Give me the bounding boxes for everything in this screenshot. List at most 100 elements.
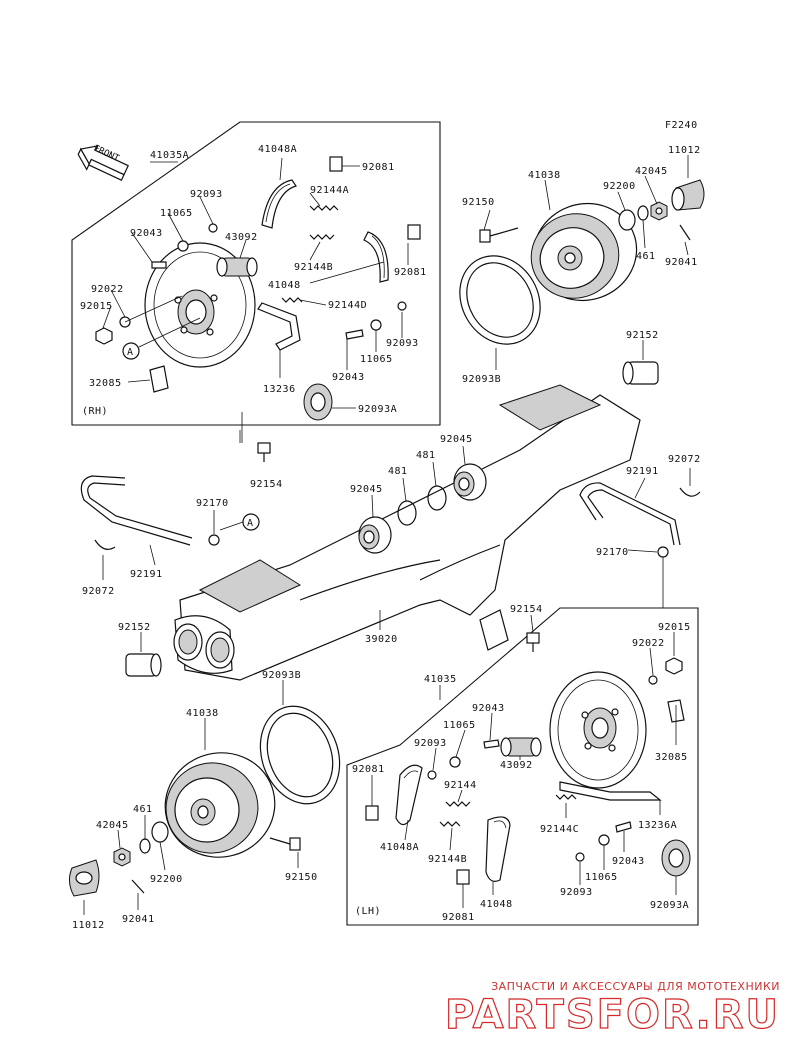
label-92144C: 92144C [540, 824, 579, 835]
label-92043-lh-a: 92043 [472, 703, 505, 714]
lh-bolt-92150 [269, 837, 301, 851]
label-92015-rh: 92015 [80, 301, 113, 312]
lh-brake-backing-plate [549, 671, 647, 789]
lh-brake-shoe-upper [395, 764, 423, 826]
lh-spring-92144C [555, 794, 577, 800]
label-92081-lh-a: 92081 [352, 764, 385, 775]
label-92043-rh-a: 92043 [130, 228, 163, 239]
lh-collar-11065-a [449, 756, 461, 768]
bushing-92152-left [125, 653, 162, 677]
lh-side-label: (LH) [355, 906, 381, 917]
label-11065-lh-a: 11065 [443, 720, 476, 731]
bolt-92154-lower [526, 632, 540, 652]
label-92022-rh: 92022 [91, 284, 124, 295]
rh-nut-92015 [95, 327, 113, 345]
lh-brake-shoe-lower [485, 816, 511, 882]
label-92200-bottom: 92200 [150, 874, 183, 885]
marker-a-rh [122, 342, 140, 360]
label-92093-lh-a: 92093 [414, 738, 447, 749]
label-92015-lh: 92015 [658, 622, 691, 633]
lh-spring-92144B [439, 821, 461, 827]
clamp-92072-left [94, 539, 116, 550]
rh-cotter-pin-92041 [679, 224, 691, 241]
lh-spring-92144 [445, 801, 471, 807]
label-32085-lh: 32085 [655, 752, 688, 763]
label-92022-lh: 92022 [632, 638, 665, 649]
lh-collar-11065-b [598, 834, 610, 846]
lh-leader-lines [371, 632, 677, 908]
rh-washer-92200 [618, 209, 636, 231]
label-92170-left: 92170 [196, 498, 229, 509]
lh-seal-92093A [661, 839, 691, 877]
label-92191-left: 92191 [130, 569, 163, 580]
label-92045-upper: 92045 [440, 434, 473, 445]
left-hose-leaders [102, 510, 244, 580]
label-92093A-lh: 92093A [650, 900, 689, 911]
rh-spring-92144D [281, 297, 303, 303]
label-42045-bottom: 42045 [96, 820, 129, 831]
front-arrow-icon [77, 145, 129, 181]
lh-wheel-cylinder [500, 737, 542, 757]
label-92154-lower: 92154 [510, 604, 543, 615]
label-41035: 41035 [424, 674, 457, 685]
label-461-top: 461 [636, 251, 656, 262]
label-92144B-lh: 92144B [428, 854, 467, 865]
rh-washer-461 [637, 205, 649, 221]
rh-brake-drum [530, 202, 638, 302]
lh-oring-92093B [259, 705, 341, 805]
bushing-92152-right [622, 361, 659, 385]
label-92081-rh-b: 92081 [394, 267, 427, 278]
label-92043-lh-b: 92043 [612, 856, 645, 867]
marker-a-rh-label: A [127, 347, 134, 358]
rear-axle-housing-39020 [173, 384, 641, 681]
rh-hub-cap-11012 [671, 179, 705, 211]
label-92144D: 92144D [328, 300, 367, 311]
label-92093-lh-b: 92093 [560, 887, 593, 898]
label-11012-bottom: 11012 [72, 920, 105, 931]
label-92081-lh-b: 92081 [442, 912, 475, 923]
top-right-leader-lines [483, 155, 689, 370]
rh-washer-92093-a [208, 223, 218, 233]
rh-wheel-cylinder [216, 257, 258, 277]
lh-washer-461 [139, 838, 151, 854]
label-92170-right: 92170 [596, 547, 629, 558]
lh-washer-92093-a [427, 770, 437, 780]
bottom-left-leader-lines [83, 815, 166, 915]
lh-pin-92043-b [615, 821, 632, 833]
label-481-lower: 481 [388, 466, 408, 477]
marker-a-center-label: A [247, 518, 254, 529]
label-92093B-top: 92093B [462, 374, 501, 385]
rh-washer-92093-b [397, 301, 407, 311]
label-92043-rh-b: 92043 [332, 372, 365, 383]
label-92150-top: 92150 [462, 197, 495, 208]
rh-brake-shoe-lower [363, 231, 389, 283]
watermark-tagline: ЗАПЧАСТИ И АКСЕССУАРЫ ДЛЯ МОТОТЕХНИКИ [491, 980, 780, 993]
rh-leader-lines [102, 157, 409, 409]
rh-lever-13236 [257, 302, 301, 351]
label-92093-rh-b: 92093 [386, 338, 419, 349]
label-41035A: 41035A [150, 150, 189, 161]
watermark: ЗАПЧАСТИ И АКСЕССУАРЫ ДЛЯ МОТОТЕХНИКИ PA… [444, 980, 780, 1038]
clamp-92170-left [208, 534, 220, 546]
label-92150-bottom: 92150 [285, 872, 318, 883]
lh-castle-nut-42045 [113, 847, 131, 867]
label-92093-rh-a: 92093 [190, 189, 223, 200]
label-92072-left: 92072 [82, 586, 115, 597]
label-92041-top: 92041 [665, 257, 698, 268]
label-92152-left: 92152 [118, 622, 151, 633]
label-41048-lh: 41048 [480, 899, 513, 910]
rh-collar-11065-b [370, 319, 382, 331]
label-41048A-lh: 41048A [380, 842, 419, 853]
label-92093A-rh: 92093A [358, 404, 397, 415]
clamp-92072-right [679, 487, 701, 497]
bearing-92045-lower [358, 516, 392, 554]
label-41048A: 41048A [258, 144, 297, 155]
lh-washer-92022 [648, 675, 658, 685]
watermark-brand-logo: PARTSFOR.RU [444, 992, 780, 1038]
label-461-bottom: 461 [133, 804, 153, 815]
rh-side-label: (RH) [82, 406, 108, 417]
label-43092-lh: 43092 [500, 760, 533, 771]
lh-brake-drum [164, 752, 276, 858]
label-92144B-rh: 92144B [294, 262, 333, 273]
label-92191-right: 92191 [626, 466, 659, 477]
